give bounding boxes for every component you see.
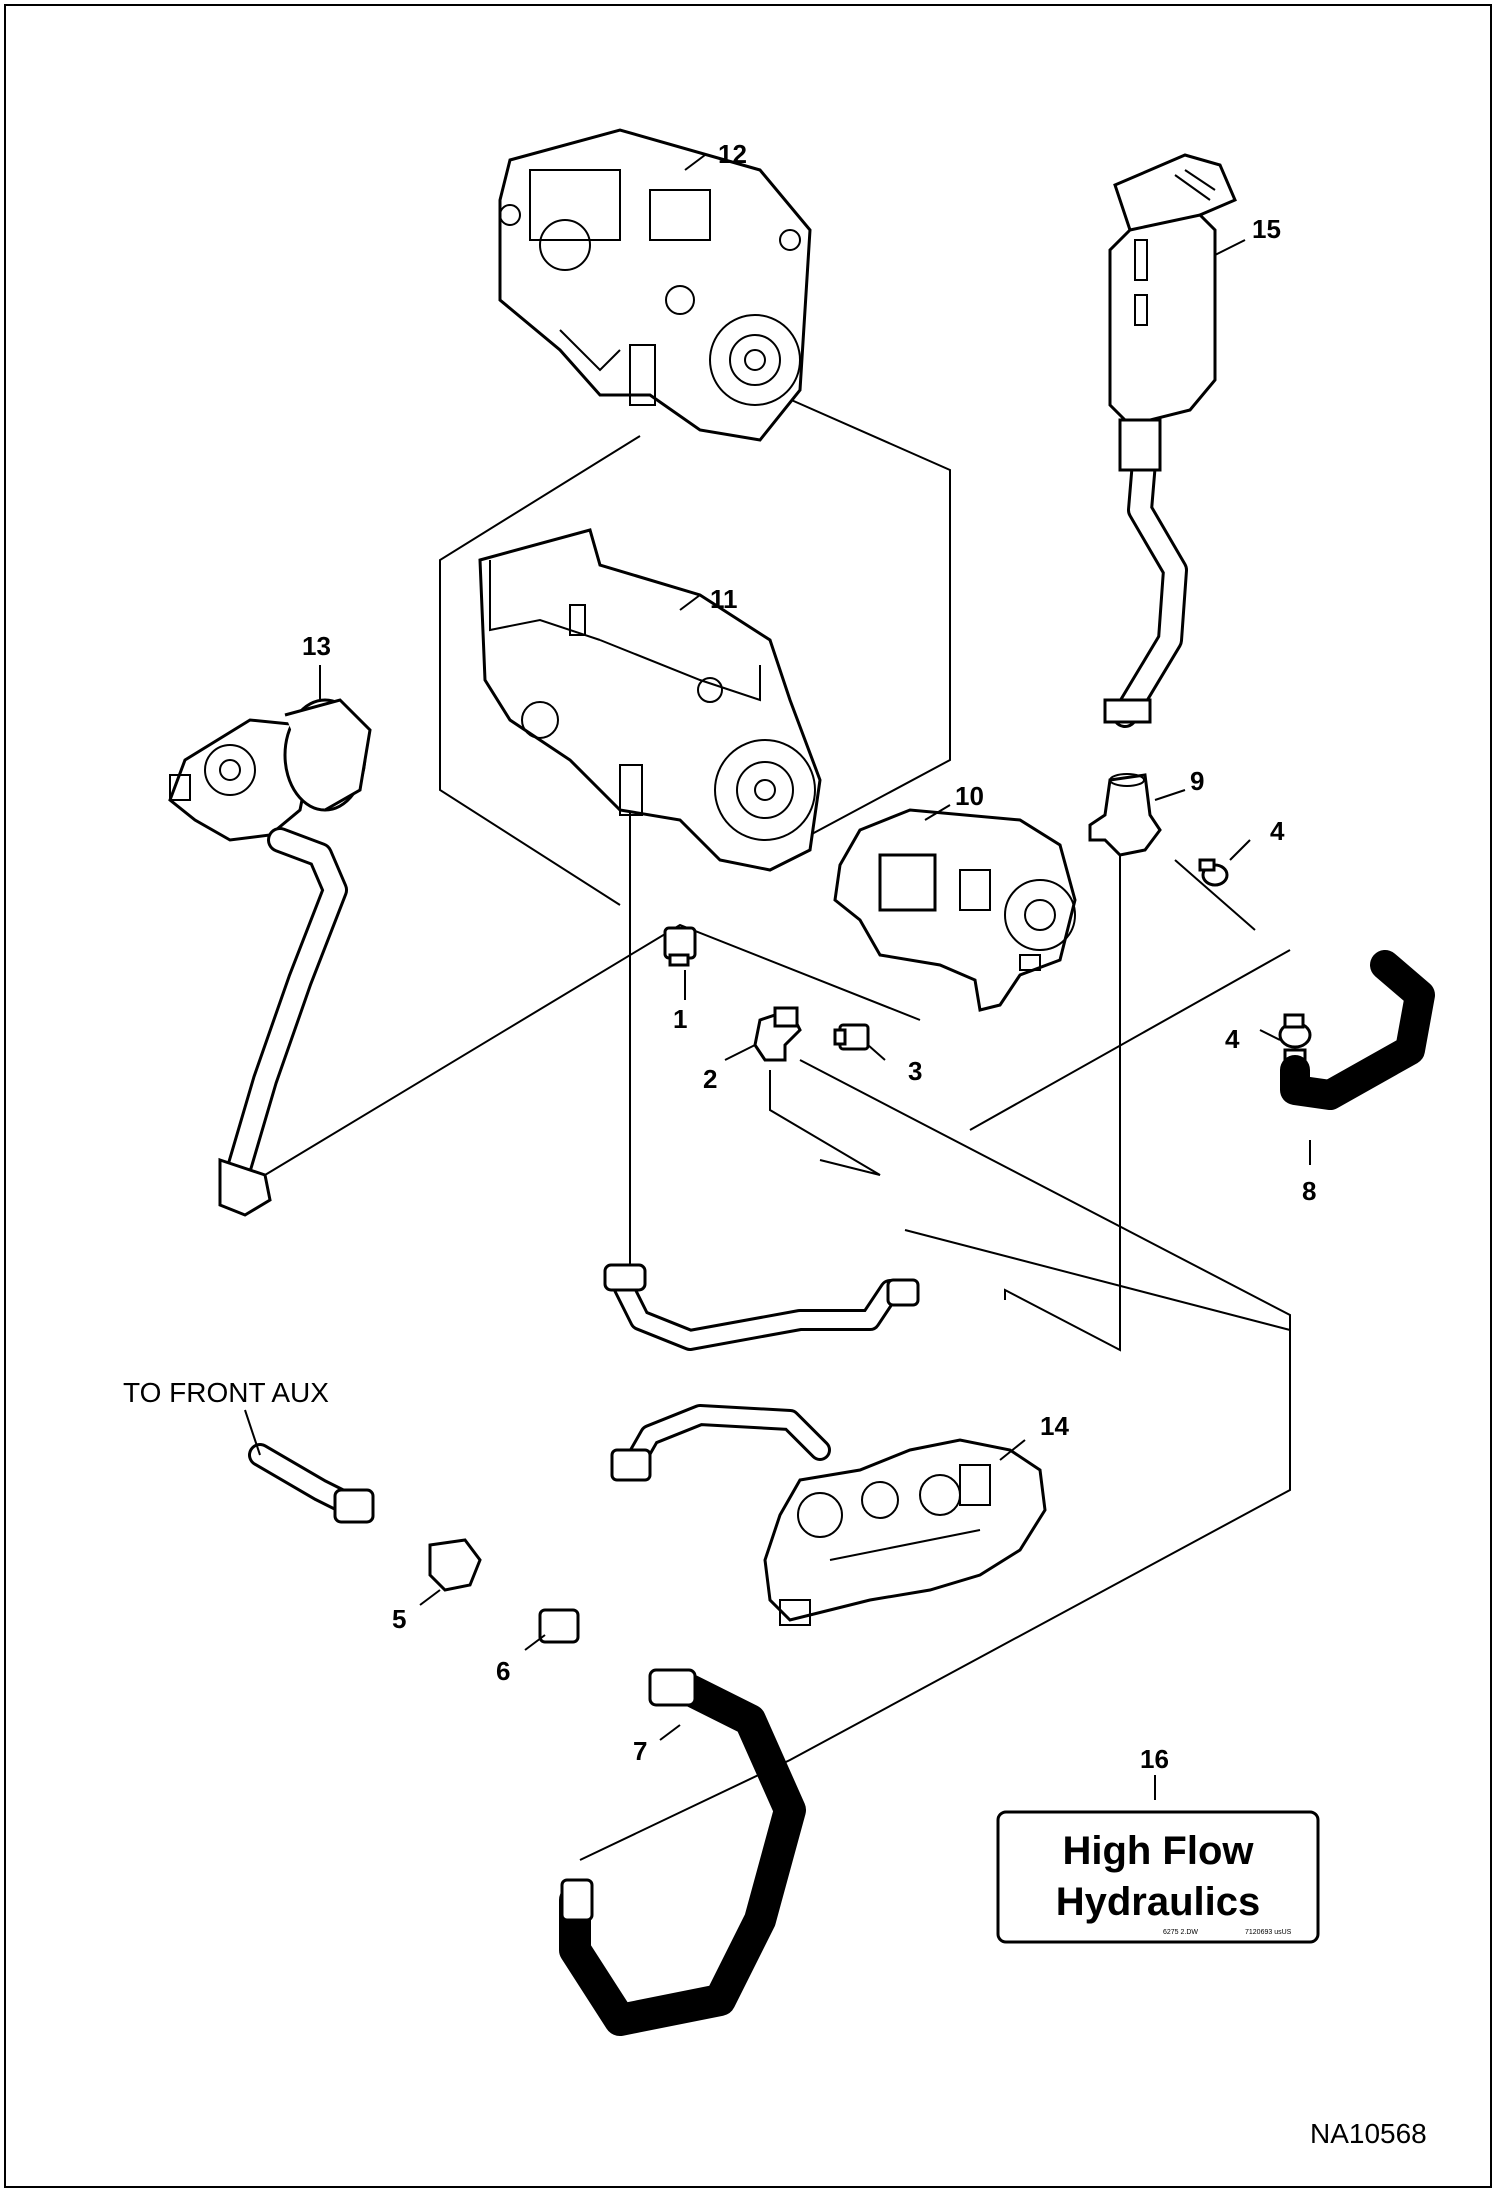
callout-2: 2 — [703, 1064, 717, 1094]
callout-9: 9 — [1190, 766, 1204, 796]
decal-small-left: 6275 2.DW — [1163, 1929, 1198, 1936]
part-14-control-valve[interactable] — [610, 1404, 1047, 1626]
callout-14: 14 — [1040, 1411, 1069, 1441]
connection-lines — [264, 394, 1291, 1861]
note-front-aux-leader — [244, 1409, 261, 1456]
diagram-frame — [4, 4, 1492, 2188]
callout-8: 8 — [1302, 1176, 1316, 1206]
callout-16: 16 — [1140, 1744, 1169, 1774]
part-8-hose[interactable] — [1280, 950, 1435, 1110]
part-10-gear-pump[interactable] — [833, 808, 1077, 1012]
part-15-filter-canister[interactable] — [1103, 153, 1237, 728]
callout-10: 10 — [955, 781, 984, 811]
callout-5: 5 — [392, 1604, 406, 1634]
part-9-tee-fitting[interactable] — [1088, 773, 1162, 857]
callout-11: 11 — [710, 584, 738, 614]
part-1-fitting[interactable] — [663, 926, 697, 967]
part-4a-hose-clamp[interactable] — [1198, 858, 1229, 887]
part-11-pump-with-bracket[interactable] — [478, 528, 822, 872]
callout-7: 7 — [633, 1736, 647, 1766]
callout-6: 6 — [496, 1656, 510, 1686]
tube-assembly[interactable] — [603, 1263, 920, 1351]
callout-numbers: 1 2 3 4 4 5 6 7 8 9 10 11 12 13 14 15 16 — [302, 139, 1316, 1774]
part-3-fitting[interactable] — [833, 1023, 870, 1051]
note-front-aux: TO FRONT AUX — [123, 1377, 329, 1408]
decal-line-1: High Flow — [1062, 1829, 1254, 1873]
part-16-decal[interactable]: High Flow Hydraulics 6275 2.DW 7120693 u… — [996, 1810, 1320, 1944]
callout-12: 12 — [718, 139, 747, 169]
decal-line-2: Hydraulics — [1056, 1880, 1261, 1924]
front-aux-hose[interactable] — [248, 1443, 375, 1524]
part-2-elbow-fitting[interactable] — [753, 1006, 802, 1062]
callout-15: 15 — [1252, 214, 1281, 244]
callout-13: 13 — [302, 631, 331, 661]
callout-4a: 4 — [1270, 816, 1285, 846]
part-7-hose[interactable] — [559, 1668, 806, 2036]
part-13-pump-with-filter[interactable] — [168, 698, 372, 1217]
part-5-tee-fitting[interactable] — [428, 1538, 482, 1592]
callout-4b: 4 — [1225, 1024, 1240, 1054]
decal-small-right: 7120693 usUS — [1245, 1929, 1292, 1936]
part-6-adapter-fitting[interactable] — [538, 1608, 580, 1644]
drawing-number: NA10568 — [1310, 2118, 1427, 2149]
callout-1: 1 — [673, 1004, 687, 1034]
callout-leaders — [319, 154, 1311, 1800]
callout-3: 3 — [908, 1056, 922, 1086]
part-12-hydrostatic-pump[interactable] — [498, 128, 812, 442]
